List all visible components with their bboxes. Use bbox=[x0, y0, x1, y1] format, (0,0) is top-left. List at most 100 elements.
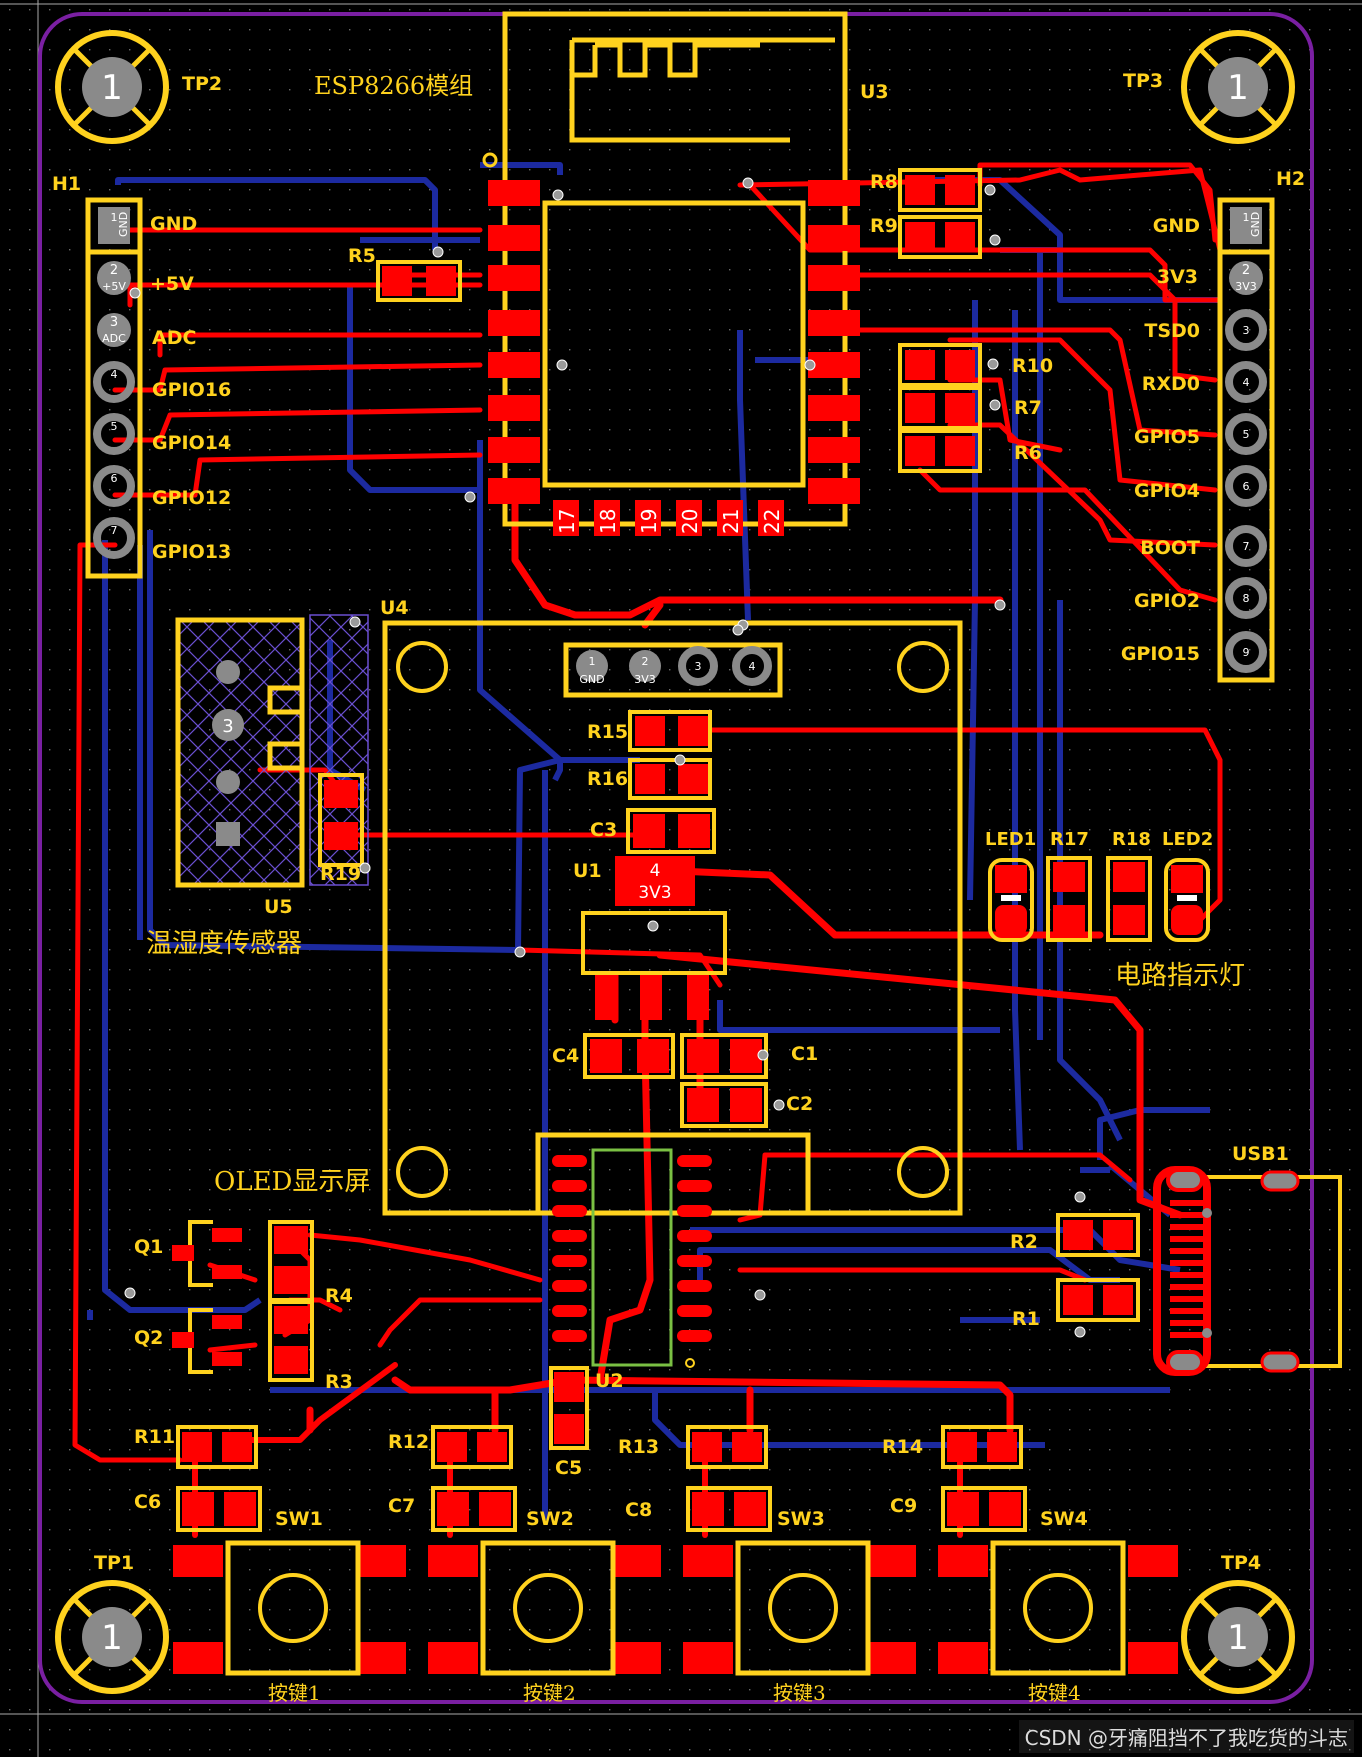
usb1-label: USB1 bbox=[1232, 1143, 1289, 1165]
esp-left-pads bbox=[488, 180, 540, 504]
u5-pin-number: 3 bbox=[222, 716, 233, 737]
oled-pin1-num: 1 bbox=[589, 655, 596, 668]
c3-label: C3 bbox=[590, 819, 617, 841]
c6-label: C6 bbox=[134, 1491, 161, 1513]
h1-pin2-num: 2 bbox=[110, 263, 118, 278]
h2-pin5-num: 5 bbox=[1243, 428, 1250, 441]
h2-pin8-label: GPIO2 bbox=[1134, 590, 1200, 612]
vias bbox=[124, 177, 1086, 1338]
u5-label: U5 bbox=[264, 896, 293, 918]
h2-pin9-num: 9 bbox=[1243, 646, 1250, 659]
led1-label: LED1 bbox=[985, 829, 1036, 850]
r6-label: R6 bbox=[1014, 442, 1042, 464]
h1-pin3-label: ADC bbox=[152, 327, 196, 349]
r14-label: R14 bbox=[882, 1436, 923, 1458]
r8-r9-group: R8 R9 bbox=[870, 168, 982, 259]
r2-label: R2 bbox=[1010, 1231, 1038, 1253]
r4-label: R4 bbox=[325, 1285, 353, 1307]
u3-label: U3 bbox=[860, 81, 889, 103]
h2-pin4-label: RXD0 bbox=[1142, 373, 1200, 395]
h2-pin1-pad: GND bbox=[1249, 212, 1262, 237]
sw2 bbox=[428, 1540, 661, 1676]
top-copper-traces bbox=[72, 162, 1223, 1538]
oled-title: OLED显示屏 bbox=[214, 1167, 370, 1197]
tp3-pad-number: 1 bbox=[1227, 68, 1249, 108]
c7-label: C7 bbox=[388, 1495, 415, 1517]
sw4-label: SW4 bbox=[1040, 1508, 1088, 1530]
h2-pin5-label: GPIO5 bbox=[1134, 426, 1200, 448]
h1-pin4-label: GPIO16 bbox=[152, 379, 231, 401]
oled-pin2-num: 2 bbox=[642, 655, 649, 668]
oled-pin2-pad: 3V3 bbox=[634, 673, 656, 686]
esp-pin-17: 17 bbox=[555, 509, 579, 534]
sw3-label: SW3 bbox=[777, 1508, 825, 1530]
r16-label: R16 bbox=[587, 768, 628, 790]
watermark: CSDN @牙痛阻挡不了我吃货的斗志 bbox=[1018, 1720, 1354, 1753]
r1-label: R1 bbox=[1012, 1308, 1040, 1330]
esp-pin-18: 18 bbox=[596, 509, 620, 534]
u1-regulator: 4 3V3 U1 bbox=[573, 856, 727, 1020]
tp1-pad bbox=[55, 1580, 169, 1694]
u4-label: U4 bbox=[380, 597, 409, 619]
indicator-title: 电路指示灯 bbox=[1115, 961, 1245, 991]
tp3-pad bbox=[1181, 30, 1295, 144]
c8-label: C8 bbox=[625, 1499, 652, 1521]
h1-pin5-num: 5 bbox=[111, 420, 118, 433]
h2-pin4-num: 4 bbox=[1243, 376, 1250, 389]
h1-pin3-pad: ADC bbox=[102, 332, 126, 345]
r15-label: R15 bbox=[587, 721, 628, 743]
h1-pin1-label: GND bbox=[150, 213, 197, 235]
tp4-label: TP4 bbox=[1221, 1552, 1261, 1574]
esp-pin-22: 22 bbox=[760, 509, 784, 534]
q1-label: Q1 bbox=[134, 1236, 163, 1258]
r7-label: R7 bbox=[1014, 397, 1042, 419]
push-buttons: SW1 SW2 SW3 SW4 按键1 按键2 按键3 按键4 bbox=[173, 1508, 1178, 1705]
sw3 bbox=[683, 1540, 916, 1676]
r13-label: R13 bbox=[618, 1436, 659, 1458]
r5-label: R5 bbox=[348, 245, 376, 267]
esp-right-pads bbox=[808, 180, 860, 504]
h1-label: H1 bbox=[52, 173, 81, 195]
h2-pin1-label: GND bbox=[1153, 215, 1200, 237]
h2-pin7-label: BOOT bbox=[1140, 537, 1200, 559]
key2-label: 按键2 bbox=[523, 1681, 576, 1705]
h2-label: H2 bbox=[1276, 168, 1305, 190]
c5-label: C5 bbox=[555, 1457, 582, 1479]
oled-pin4-num: 4 bbox=[749, 660, 756, 673]
r12-label: R12 bbox=[388, 1431, 429, 1453]
h2-pin-labels: 1 GND 2 3V3 3 4 5 6 7 8 9 GND 3V3 TSD0 R… bbox=[1121, 211, 1262, 665]
h1-pin2-label: +5V bbox=[150, 273, 194, 295]
c4-label: C4 bbox=[552, 1045, 579, 1067]
h1-pin3-num: 3 bbox=[110, 315, 118, 330]
u1-pin-name: 3V3 bbox=[638, 883, 671, 903]
tp4-pad-number: 1 bbox=[1227, 1618, 1249, 1658]
h2-pin6-label: GPIO4 bbox=[1134, 480, 1200, 502]
r1-r2: R2 R1 bbox=[1010, 1213, 1140, 1330]
r17-label: R17 bbox=[1050, 829, 1089, 850]
h2-pin2-num: 2 bbox=[1242, 263, 1250, 278]
h2-pin9-label: GPIO15 bbox=[1121, 643, 1200, 665]
r18-label: R18 bbox=[1112, 829, 1151, 850]
key1-label: 按键1 bbox=[268, 1681, 321, 1705]
tp3-label: TP3 bbox=[1123, 70, 1163, 92]
h2-pin3-num: 3 bbox=[1243, 324, 1250, 337]
h1-pin5-label: GPIO14 bbox=[152, 432, 231, 454]
esp-pin-19: 19 bbox=[637, 509, 661, 534]
r8-label: R8 bbox=[870, 171, 898, 193]
sw1-label: SW1 bbox=[275, 1508, 323, 1530]
tp2-pad-number: 1 bbox=[101, 68, 123, 108]
sensor-title: 温湿度传感器 bbox=[146, 929, 302, 959]
r10-label: R10 bbox=[1012, 355, 1053, 377]
c5: C5 bbox=[549, 1366, 589, 1479]
h1-pin1-num: 1 bbox=[111, 211, 118, 224]
r10-r7-r6-group: R10 R7 R6 bbox=[898, 343, 1053, 473]
h2-pin3-label: TSD0 bbox=[1144, 320, 1200, 342]
h2-pin6-num: 6 bbox=[1243, 480, 1250, 493]
tp2-label: TP2 bbox=[182, 73, 222, 95]
h1-pin-labels: 1 GND 2 +5V 3 ADC 4 5 6 7 GND +5V ADC GP… bbox=[102, 211, 231, 563]
tp4-pad bbox=[1181, 1580, 1295, 1694]
esp8266-module: 17 18 19 20 21 22 ESP8266模组 U3 bbox=[314, 11, 889, 536]
sw1 bbox=[173, 1540, 406, 1676]
r3-label: R3 bbox=[325, 1371, 353, 1393]
